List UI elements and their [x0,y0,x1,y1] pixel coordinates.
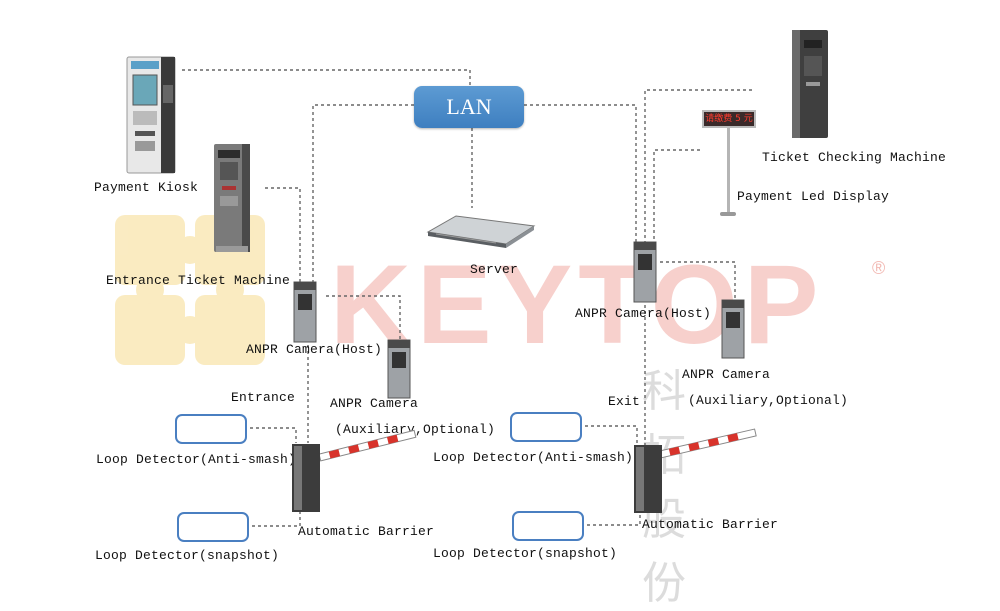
line-led-display [653,149,700,243]
entrance-barrier-label: Automatic Barrier [298,524,435,539]
entrance-anpr-camera-host-icon [293,281,317,343]
exit-barrier-icon [634,428,757,513]
exit-loop-snapshot-label: Loop Detector(snapshot) [433,546,618,561]
line-entrance-aux [326,295,401,340]
entrance-ticket-machine-icon [214,144,250,252]
lan-node: LAN [414,86,524,128]
exit-anpr-camera-aux-icon [721,299,745,359]
line-exit-loop1 [585,425,638,445]
entrance-loop-snapshot-label: Loop Detector(snapshot) [95,548,280,563]
server-icon [426,215,536,248]
ticket-checking-machine-label: Ticket Checking Machine [762,150,947,165]
entrance-camera-aux-label1: ANPR Camera [330,396,419,411]
server-label: Server [470,262,519,277]
exit-loop-snapshot-box [512,511,584,541]
entrance-loop-anti-smash-box [175,414,247,444]
exit-barrier-label: Automatic Barrier [642,517,779,532]
entrance-loop-snapshot-box [177,512,249,542]
exit-anpr-camera-host-icon [633,241,657,303]
entrance-camera-aux-label2: (Auxiliary,Optional) [335,422,496,437]
entrance-ticket-machine-label: Entrance Ticket Machine [106,273,291,288]
line-lan-entrance [312,104,414,285]
ticket-checking-machine-icon [792,30,828,138]
exit-loop-anti-smash-label: Loop Detector(Anti-smash) [433,450,634,465]
entrance-anpr-camera-aux-icon [387,339,411,399]
entrance-camera-host-label: ANPR Camera(Host) [246,342,383,357]
led-screen-text: 请缴费 5 元 [702,110,756,128]
line-exit-loop2 [587,512,641,526]
exit-label: Exit [608,394,641,409]
payment-kiosk-label: Payment Kiosk [94,180,199,195]
led-base [720,212,736,216]
exit-camera-host-label: ANPR Camera(Host) [575,306,712,321]
payment-kiosk-icon [126,56,176,174]
line-lan-exit [524,104,637,243]
exit-camera-aux-label1: ANPR Camera [682,367,771,382]
payment-led-display-label: Payment Led Display [737,189,890,204]
entrance-loop-anti-smash-label: Loop Detector(Anti-smash) [96,452,297,467]
line-exit-aux [660,261,736,300]
line-entrance-ticket [265,187,301,285]
payment-led-display: 请缴费 5 元 [702,110,756,216]
entrance-barrier-icon [292,429,417,512]
line-kiosk-lan [182,69,471,86]
line-entrance-loop2 [252,512,301,527]
exit-loop-anti-smash-box [510,412,582,442]
exit-camera-aux-label2: (Auxiliary,Optional) [688,393,849,408]
line-entrance-loop1 [250,427,297,443]
led-pole [727,128,730,214]
entrance-label: Entrance [231,390,296,405]
